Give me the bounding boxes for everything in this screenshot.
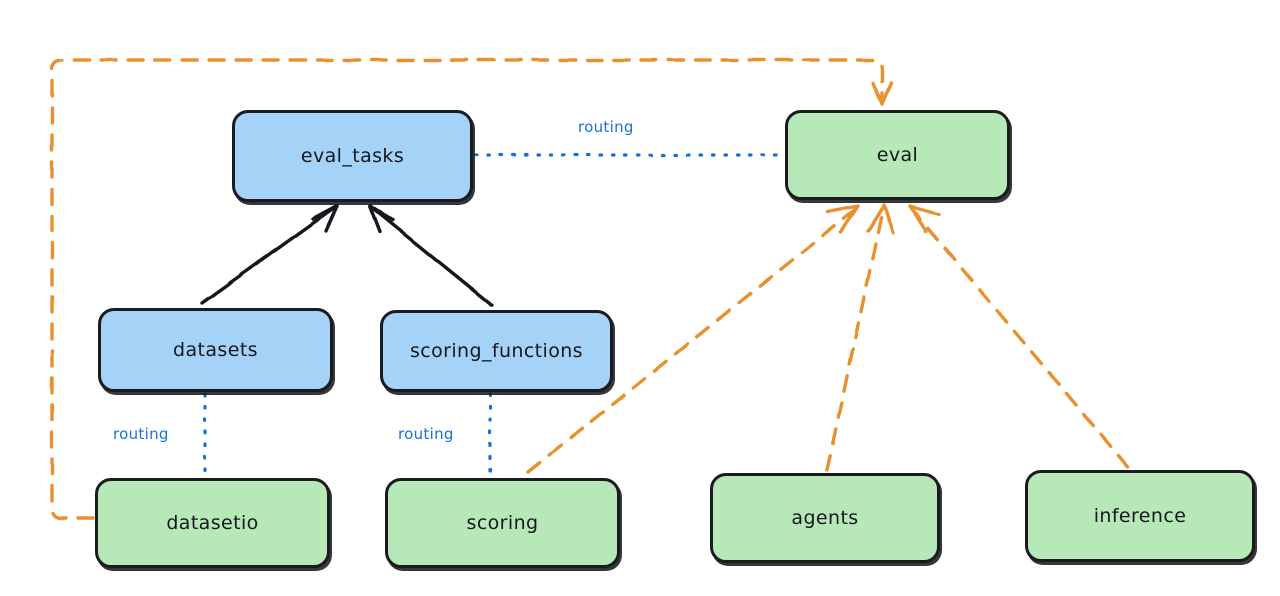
edge-inference-to-eval bbox=[908, 204, 1130, 469]
edge-datasets-to-eval-tasks bbox=[200, 204, 339, 305]
node-label-eval-tasks: eval_tasks bbox=[300, 145, 405, 167]
node-eval[interactable]: eval bbox=[785, 110, 1010, 200]
node-inference[interactable]: inference bbox=[1025, 470, 1255, 562]
edge-label-routing-datasets: routing bbox=[113, 425, 169, 443]
node-label-scoring: scoring bbox=[466, 512, 539, 534]
node-label-inference: inference bbox=[1093, 505, 1187, 527]
edge-agents-to-eval bbox=[825, 203, 895, 472]
node-scoring-functions[interactable]: scoring_functions bbox=[380, 310, 613, 392]
node-eval-tasks[interactable]: eval_tasks bbox=[232, 110, 473, 202]
node-label-datasetio: datasetio bbox=[166, 512, 259, 534]
edge-datasetio-to-eval bbox=[50, 58, 893, 520]
node-label-scoring-functions: scoring_functions bbox=[410, 340, 583, 362]
node-label-agents: agents bbox=[791, 507, 859, 529]
node-scoring[interactable]: scoring bbox=[385, 478, 620, 568]
edge-label-routing-eval-tasks: routing bbox=[578, 118, 634, 136]
node-label-eval: eval bbox=[876, 144, 919, 166]
node-datasets[interactable]: datasets bbox=[98, 308, 333, 392]
edge-label-routing-scoring: routing bbox=[398, 425, 454, 443]
edge-scoring-functions-to-eval-tasks bbox=[368, 204, 494, 307]
edge-scoring-to-eval bbox=[526, 204, 860, 474]
node-label-datasets: datasets bbox=[173, 339, 258, 361]
node-datasetio[interactable]: datasetio bbox=[95, 478, 330, 568]
node-agents[interactable]: agents bbox=[710, 473, 940, 563]
